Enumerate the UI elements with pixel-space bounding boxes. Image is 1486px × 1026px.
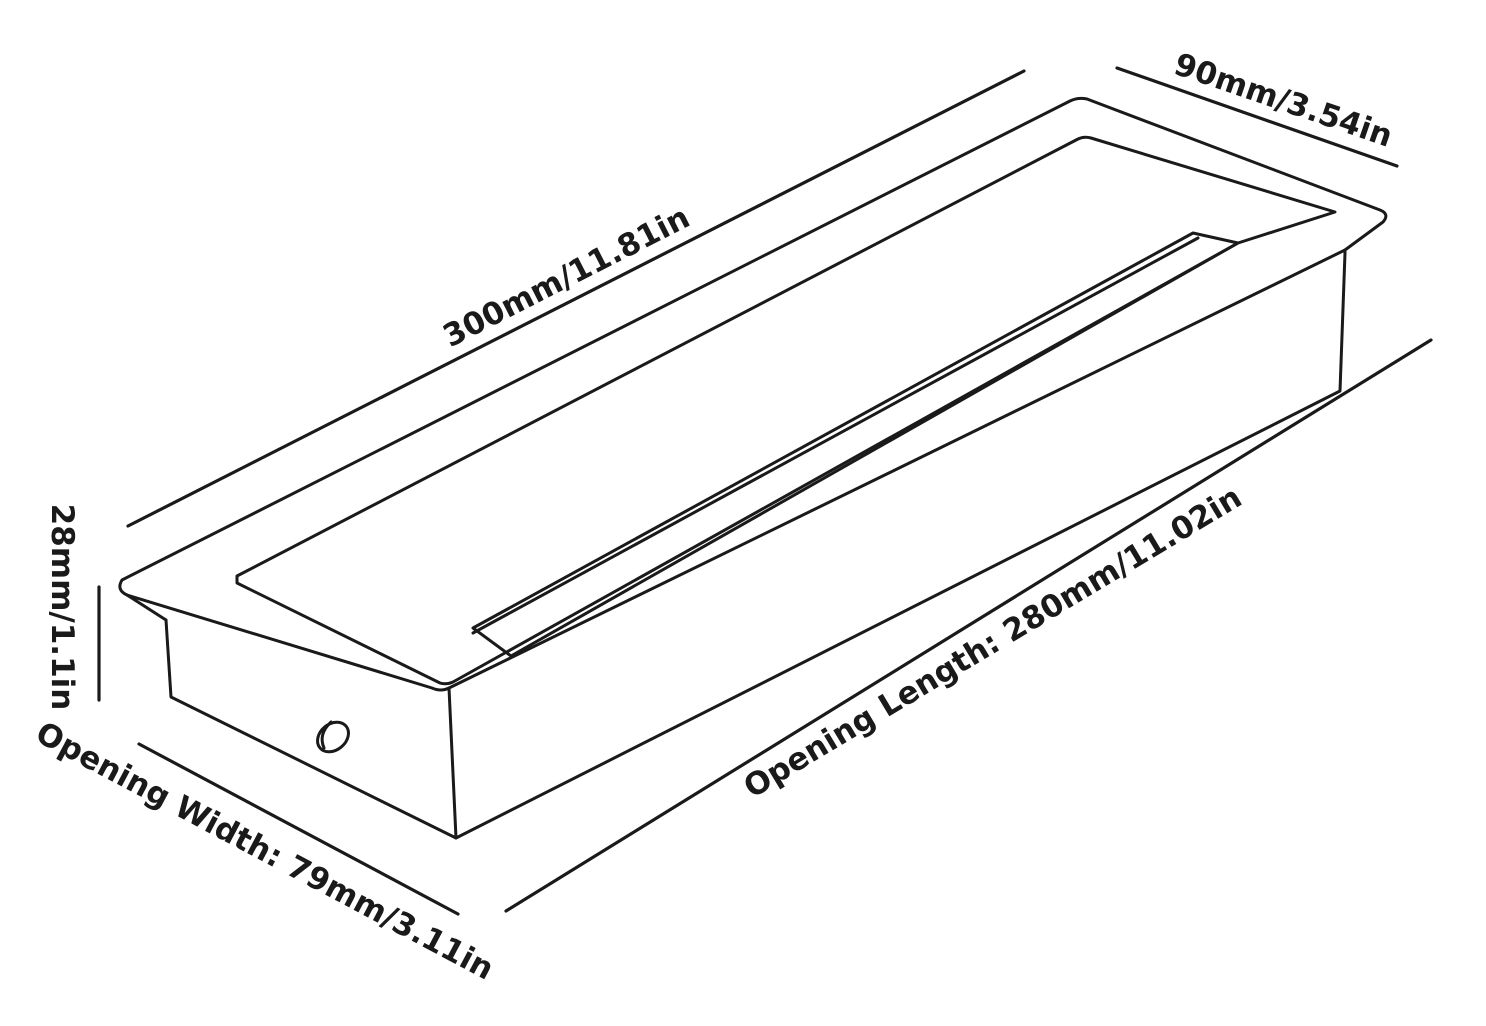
opening-width-dimension-label: Opening Width: 79mm/3.11in xyxy=(30,715,500,987)
opening-length-dimension-label: Opening Length: 280mm/11.02in xyxy=(738,479,1248,805)
width-dimension-line xyxy=(1115,66,1399,168)
latch-knob-icon xyxy=(316,720,350,754)
opening-length-dimension-line xyxy=(504,338,1433,913)
flange-edge xyxy=(125,593,168,622)
inner-recess-outline xyxy=(235,135,1337,686)
slot-opening-outline xyxy=(471,231,1240,658)
height-dimension-label: 28mm/1.1in xyxy=(44,504,80,711)
slot-inner-edge xyxy=(471,236,1200,635)
outer-flange-outline xyxy=(118,96,1388,692)
width-dimension-label: 90mm/3.54in xyxy=(1169,46,1397,154)
length-dimension-line xyxy=(126,69,1026,528)
length-dimension-label: 300mm/11.81in xyxy=(437,199,695,354)
opening-width-dimension-line xyxy=(137,742,460,916)
body-front-corner xyxy=(447,686,458,840)
